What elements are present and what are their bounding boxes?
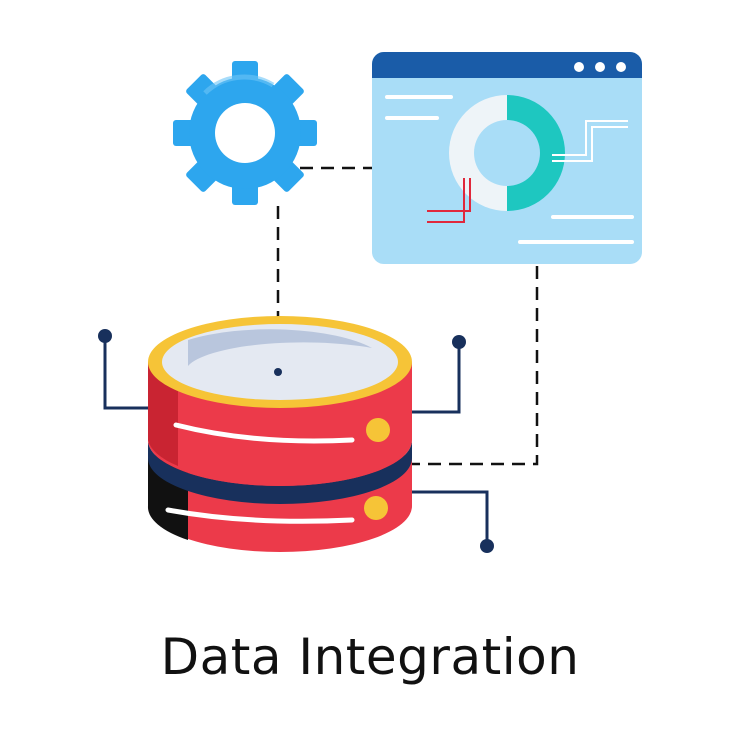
database-icon (147, 316, 412, 552)
left-wire (103, 338, 162, 410)
wire-end-nodes (98, 329, 494, 553)
status-light-icon (366, 418, 390, 442)
chart-leader-lines (427, 120, 628, 223)
window-text-lines (385, 95, 634, 244)
connector-dot-icon (274, 368, 282, 376)
status-light-icon (364, 496, 388, 520)
window-dot-icon (616, 62, 626, 72)
window-dot-icon (574, 62, 584, 72)
circuit-wires (103, 338, 489, 545)
wire-node-icon (480, 539, 494, 553)
caption-title: Data Integration (160, 628, 580, 686)
window-to-database-connector (412, 266, 539, 466)
right-wire (400, 343, 461, 414)
browser-window-icon (372, 52, 642, 264)
gear-icon (173, 61, 317, 205)
wire-node-icon (98, 329, 112, 343)
bottom-wire (400, 490, 489, 545)
donut-chart-icon (449, 95, 565, 211)
window-dot-icon (595, 62, 605, 72)
wire-node-icon (452, 335, 466, 349)
